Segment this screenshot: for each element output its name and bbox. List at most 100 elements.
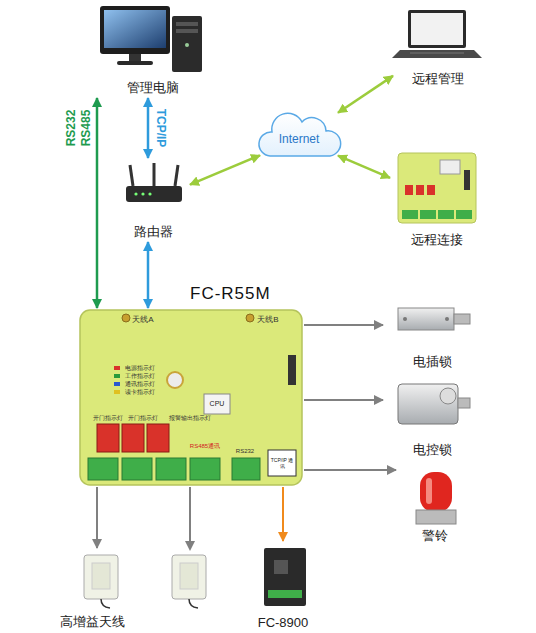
antenna-icon — [92, 563, 110, 589]
connector — [96, 487, 98, 548]
alarm-beacon — [420, 472, 452, 512]
router-icon — [141, 192, 144, 195]
node-caption: 电插锁 — [413, 354, 452, 370]
router-icon — [153, 163, 156, 186]
connector — [147, 98, 150, 158]
node-caption: 电控锁 — [413, 442, 452, 458]
computer-icon — [172, 16, 202, 72]
controller-board — [114, 366, 120, 370]
alarm-beacon — [416, 510, 456, 524]
controller-board — [288, 355, 296, 385]
controller-board — [167, 372, 183, 388]
antenna-icon — [180, 563, 198, 589]
board-title: FC-R55M — [190, 284, 271, 304]
electric-bolt-lock — [445, 317, 449, 321]
computer-icon — [176, 29, 198, 33]
remote-board-node: 远程连接 — [392, 148, 482, 248]
antenna-icon — [84, 555, 206, 608]
antenna-arrow — [189, 487, 191, 542]
connector — [338, 76, 393, 113]
computer-icon — [104, 10, 166, 48]
internet-cloud — [259, 113, 341, 156]
controller-board — [114, 382, 120, 386]
module-name: TCP/IP 通讯 — [270, 458, 294, 469]
electric-bolt-lock — [398, 308, 470, 330]
antenna-arrow — [185, 541, 195, 551]
antenna-icon — [189, 599, 198, 608]
antenna-arrow — [185, 487, 195, 551]
laptop-icon — [392, 10, 482, 58]
controller-board — [80, 310, 302, 485]
node-caption: 高增益天线 — [60, 614, 125, 630]
controller-board — [190, 458, 220, 480]
remote-board-icon — [464, 170, 470, 190]
computer-icon — [100, 6, 202, 72]
antenna-node: 高增益天线 — [50, 550, 134, 630]
port-name: RS485通讯 — [190, 443, 220, 450]
fc8900-board — [274, 560, 288, 574]
antenna-icon — [84, 555, 118, 599]
indicator-name: 报警输出指示灯 — [169, 415, 211, 422]
controller-board — [114, 374, 120, 378]
controller-board — [122, 314, 130, 322]
controller-board — [122, 424, 144, 452]
node-caption: 远程连接 — [411, 232, 463, 248]
computer-icon — [129, 54, 141, 61]
remote-board-icon — [440, 160, 460, 174]
controller-board — [156, 458, 186, 480]
controller-board — [97, 424, 119, 452]
connector — [304, 399, 383, 401]
connector — [96, 98, 99, 308]
controller-board — [204, 394, 230, 414]
indicator-name: 通讯指示灯 — [125, 381, 155, 388]
indicator-name: 开门指示灯 — [128, 415, 158, 422]
edge-label: RS485 — [79, 110, 93, 147]
electric-bolt-lock — [403, 317, 407, 321]
indicator-name: 开门指示灯 — [93, 415, 123, 422]
router-icon — [130, 165, 133, 186]
indicator-name: 电源指示灯 — [125, 365, 155, 372]
connector — [190, 155, 260, 184]
edge-label: TCP/IP — [154, 109, 168, 148]
alarm-beacon — [426, 478, 432, 504]
controller-board — [246, 314, 254, 322]
lock-node: 电控锁 — [385, 378, 480, 458]
laptop-node: 远程管理 — [395, 5, 480, 87]
laptop-icon — [411, 13, 463, 45]
port-name: 天线B — [257, 316, 278, 325]
remote-board-icon — [398, 153, 476, 223]
node-caption: 管理电脑 — [127, 80, 179, 96]
lock-node: 电插锁 — [385, 298, 480, 370]
controller-board — [80, 310, 302, 485]
cloud-node: Internet — [262, 112, 336, 166]
indicator-name: 读卡指示灯 — [125, 389, 155, 396]
computer-icon — [117, 61, 153, 65]
node-caption: Internet — [279, 131, 320, 147]
antenna-icon — [172, 555, 206, 599]
remote-board-icon — [420, 210, 436, 219]
signal-name: RS232 — [65, 110, 78, 147]
chip-name: CPU — [210, 400, 225, 408]
node-caption: FC-8900 — [258, 615, 309, 631]
remote-board-icon — [456, 210, 472, 219]
router-icon — [175, 165, 178, 186]
router-node: 路由器 — [118, 160, 188, 240]
alarm-node: 警铃 — [398, 460, 472, 544]
internet-cloud — [259, 113, 341, 156]
node-caption: 远程管理 — [412, 71, 464, 87]
remote-board-icon — [405, 185, 413, 195]
port-name: 天线A — [132, 316, 153, 325]
remote-board-icon — [402, 210, 418, 219]
remote-board-icon — [416, 185, 424, 195]
connector — [304, 469, 396, 471]
connector — [282, 487, 284, 541]
electric-bolt-lock — [454, 314, 470, 324]
fc8900-board — [264, 548, 306, 606]
electric-control-lock — [398, 384, 458, 424]
laptop-icon — [410, 53, 464, 54]
router-icon — [148, 192, 151, 195]
node-caption: 警铃 — [422, 528, 448, 544]
controller-board — [88, 458, 118, 480]
laptop-icon — [392, 50, 482, 58]
